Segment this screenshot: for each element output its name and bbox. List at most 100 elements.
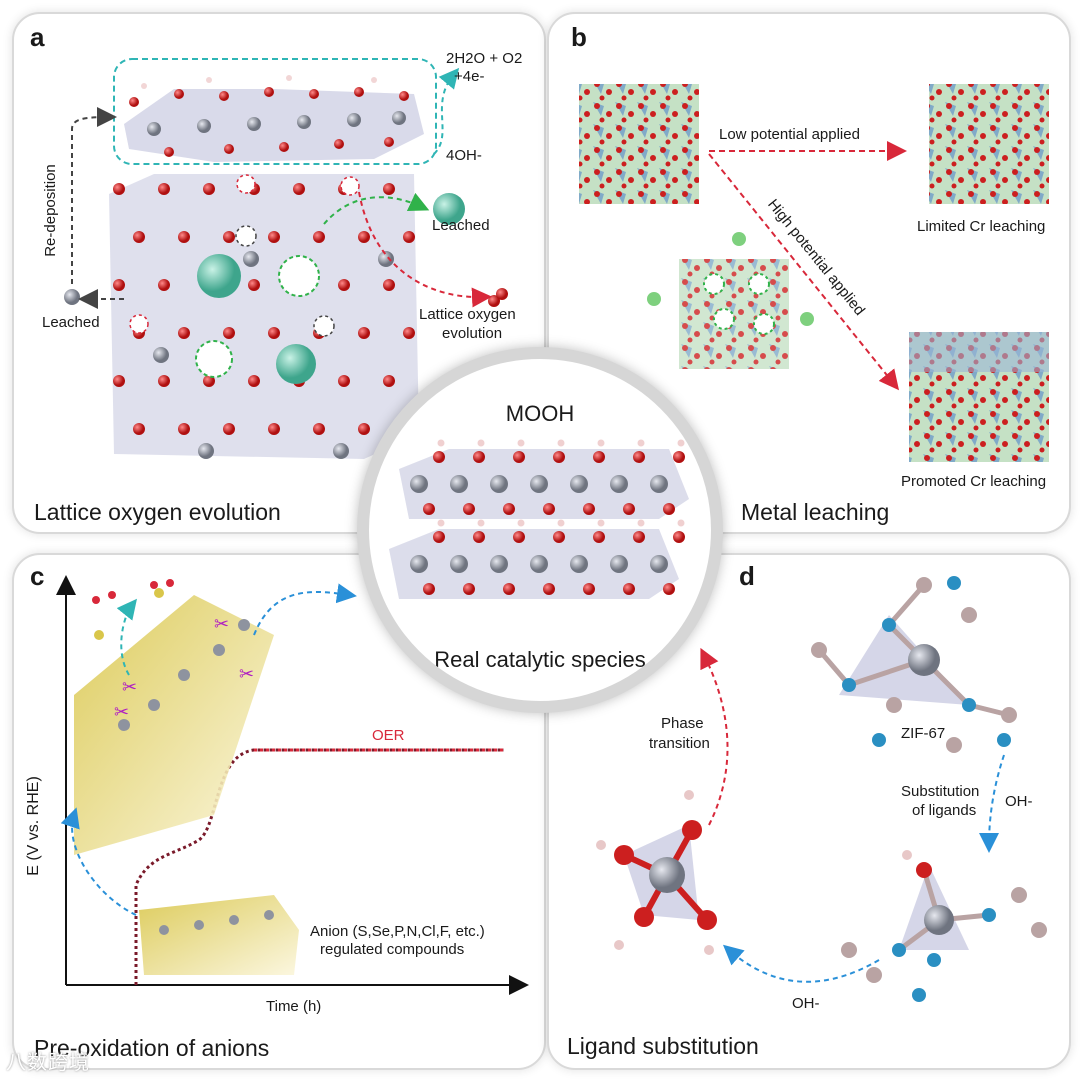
atom [113,375,125,387]
atom [358,231,370,243]
atom [437,519,445,527]
atom [133,231,145,243]
atom [663,583,675,595]
atom [378,251,394,267]
cation [197,254,241,298]
panel-a-illustration [64,58,508,459]
anion-label-2: regulated compounds [320,941,465,958]
atom [313,423,325,435]
atom [633,531,645,543]
atom [610,475,628,493]
atom [593,451,605,463]
crystal-leached [679,259,789,369]
mooh-layer-atoms [129,75,409,157]
atom [203,375,215,387]
atom [338,279,350,291]
bulk-lattice-polyhedra [109,174,419,459]
atom [223,423,235,435]
atom [403,327,415,339]
atom [248,279,260,291]
atom [677,519,685,527]
atom [463,583,475,595]
atom [637,439,645,447]
atom [268,423,280,435]
phase-transition-arrow [700,647,729,826]
atom [673,531,685,543]
atom [178,231,190,243]
atom [633,451,645,463]
cation [276,344,316,384]
low-potential-label: Low potential applied [719,126,860,143]
atom [637,519,645,527]
atom [583,503,595,515]
atom [517,519,525,527]
atom [268,327,280,339]
high-potential-arrow [708,153,900,391]
atom [268,231,280,243]
atom [410,555,428,573]
hydroxide-bottom-label: OH- [792,995,820,1012]
atom [677,439,685,447]
panel-label: c [30,561,45,591]
hydroxide-label: 4OH- [446,147,482,164]
x-axis-label: Time (h) [266,998,322,1015]
promoted-leaching-label: Promoted Cr leaching [901,473,1047,490]
atom [178,423,190,435]
cr-ion [647,292,661,306]
mooh-structure [389,439,689,599]
center-title: MOOH [505,401,575,426]
reaction-product-label: 2H2O + O2 [446,50,523,67]
leached-cation [433,193,465,225]
atom [450,475,468,493]
scissors-icon: ✂ [214,614,229,635]
atom [423,503,435,515]
atom [243,251,259,267]
leached-metal [64,289,80,305]
substitution-label-2: of ligands [912,802,977,819]
atom [663,503,675,515]
metal-atom [649,857,685,893]
lattice-oxygen-label-2: evolution [442,325,503,342]
atom [403,231,415,243]
leaching-arrow [323,192,430,225]
atom [553,451,565,463]
atom [223,327,235,339]
crystal-original [579,84,699,204]
anion-label: Anion (S,Se,P,N,Cl,F, etc.) [310,923,485,940]
atom [583,583,595,595]
center-mooh: MOOH Real catalytic species [357,347,723,713]
atom [358,423,370,435]
atom [178,327,190,339]
substitution-arrow [979,754,1005,853]
redeposition-arrow [71,107,117,284]
atom [313,231,325,243]
atom [557,519,565,527]
vacancy [235,225,257,247]
atom [543,583,555,595]
panel-title: Metal leaching [741,499,890,525]
cobalt-atom [924,905,954,935]
atom [198,443,214,459]
atom [383,279,395,291]
atom [437,439,445,447]
atom [650,555,668,573]
atom [477,439,485,447]
atom [593,531,605,543]
atom [383,375,395,387]
atom [383,183,395,195]
potential-curve [134,748,504,985]
atom [503,583,515,595]
atom [570,475,588,493]
vacancy [129,314,149,334]
cr-ion [800,312,814,326]
cr-ion [732,232,746,246]
atom [530,475,548,493]
atom [423,583,435,595]
vacancy [236,174,256,194]
mooh-layer-box [113,58,437,165]
atom [158,375,170,387]
panel-title: Ligand substitution [567,1033,759,1059]
panel-label: d [739,561,755,591]
panel-title: Lattice oxygen evolution [34,499,281,525]
anion-compound [139,895,299,975]
